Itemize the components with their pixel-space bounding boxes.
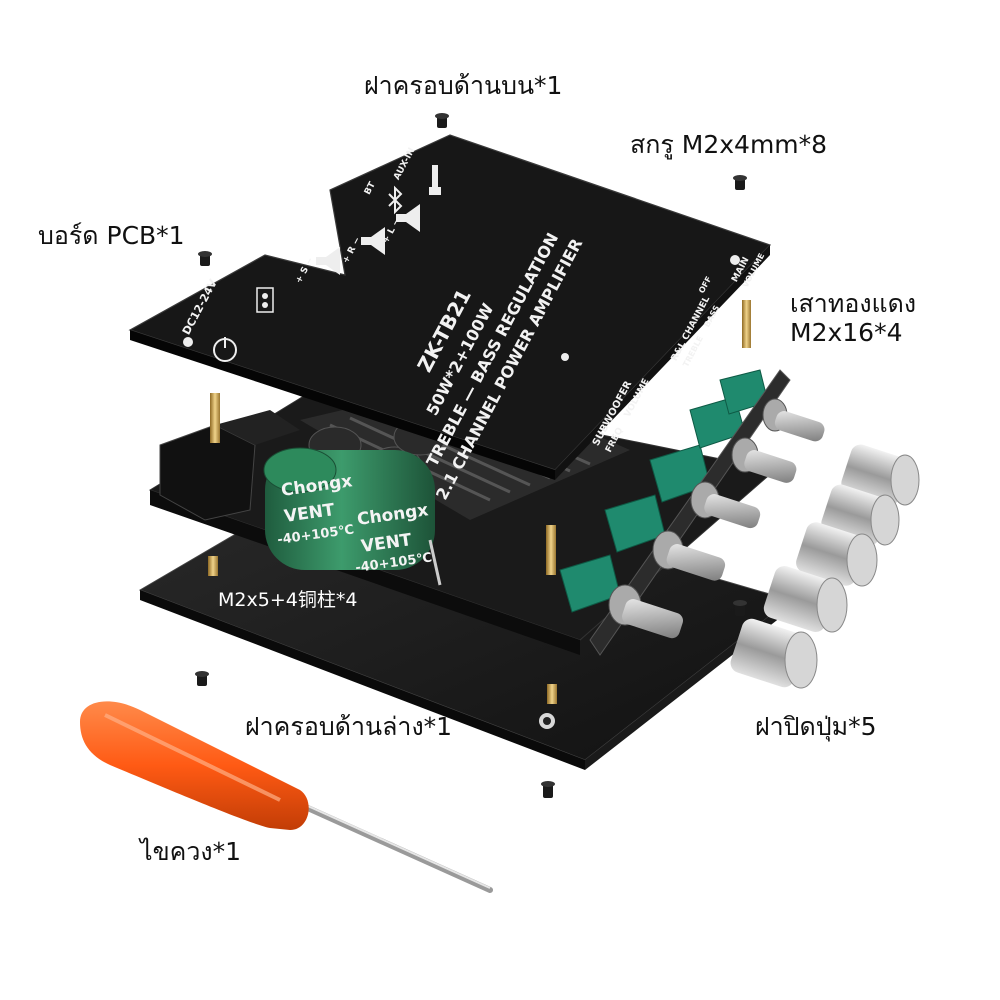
- top-screw: [435, 113, 449, 128]
- label-screws: สกรู M2x4mm*8: [630, 130, 828, 159]
- brass-standoff: [546, 525, 556, 575]
- bottom-screw: [195, 671, 209, 686]
- brass-standoff: [210, 393, 220, 443]
- top-screw: [733, 175, 747, 190]
- brass-standoff: [742, 300, 751, 348]
- copper-pillar: [547, 684, 557, 704]
- bluetooth-icon: [388, 185, 403, 215]
- speaker-icon: [396, 204, 420, 232]
- pot-shaft: [608, 398, 825, 639]
- speaker-icon: [361, 227, 385, 255]
- top-screw: [198, 251, 212, 266]
- label-copper-pillar: M2x5+4铜柱*4: [218, 589, 358, 611]
- knob-cap: [763, 566, 848, 633]
- copper-pillar: [208, 556, 218, 576]
- label-knob-caps: ฝาปิดปุ่ม*5: [755, 712, 877, 741]
- label-top-cover: ฝาครอบด้านบน*1: [364, 71, 563, 100]
- knob-cap: [796, 522, 878, 587]
- label-brass-standoff: เสาทองแดง M2x16*4: [790, 289, 917, 347]
- power-icon: [213, 337, 237, 362]
- bottom-screw: [541, 781, 555, 798]
- potentiometer: [559, 369, 769, 613]
- label-bottom-cover: ฝาครอบด้านล่าง*1: [245, 712, 453, 741]
- input-switch-icon: [256, 287, 274, 313]
- capacitor: Chongx VENT -40+105℃ Chongx VENT -40+105…: [263, 447, 442, 586]
- knob-caps: [730, 444, 920, 689]
- knob-cap: [730, 618, 818, 689]
- aux-jack-icon: [429, 165, 441, 195]
- screwdriver: [80, 701, 493, 893]
- speaker-icon: [316, 247, 340, 275]
- label-pcb-board: บอร์ด PCB*1: [38, 221, 185, 250]
- top-cover: ZK-TB21 50W*2+100W TREBLE — BASS REGULAT…: [128, 134, 772, 503]
- label-screwdriver: ไขควง*1: [140, 837, 242, 866]
- side-screw: [733, 600, 747, 616]
- knob-cap: [821, 484, 900, 546]
